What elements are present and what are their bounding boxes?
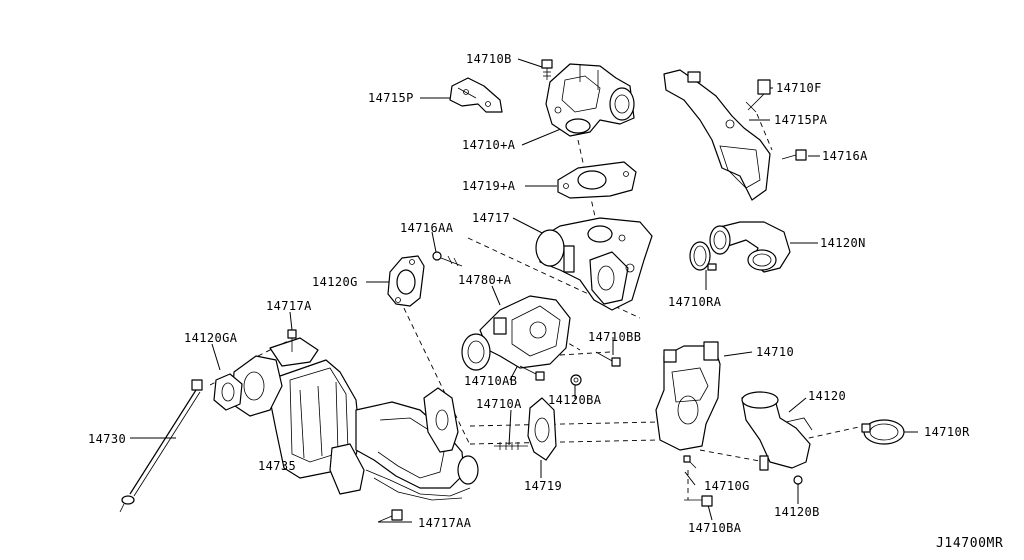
label-14710a-top: 14710+A [462, 138, 516, 152]
nut-14120b [793, 475, 803, 485]
gasket-14120g [387, 255, 425, 307]
bolt-14716aa [432, 251, 463, 267]
bolt-14710g [683, 455, 697, 469]
bracket-14715pa [663, 69, 771, 201]
bolt-14710ba [684, 495, 713, 507]
temp-sensor-14730 [119, 379, 203, 513]
label-14710f: 14710F [776, 81, 822, 95]
label-14719: 14719 [524, 479, 562, 493]
label-14715p: 14715P [368, 91, 414, 105]
clamp-14710ra [689, 241, 717, 271]
label-14716aa: 14716AA [400, 221, 454, 235]
label-14710g: 14710G [704, 479, 750, 493]
bracket-14715p [449, 77, 503, 113]
hose-14120n [709, 221, 791, 273]
bolt-14717aa [377, 509, 403, 523]
label-14120ga: 14120GA [184, 331, 238, 345]
part-labels: 14710B 14715P 14710+A 14719+A 14717 1471… [88, 52, 970, 535]
label-14120n: 14120N [820, 236, 866, 250]
label-14719a: 14719+A [462, 179, 516, 193]
bolt-14710ab [519, 365, 545, 381]
egr-valve-14710 [655, 341, 721, 451]
label-14710ab: 14710AB [464, 374, 517, 388]
stud-14710a [494, 442, 528, 450]
label-14710bb: 14710BB [588, 330, 641, 344]
sensor-14710f [745, 79, 771, 113]
egr-housing-14717 [535, 217, 653, 311]
egr-valve-top [545, 63, 635, 137]
label-14120g: 14120G [312, 275, 358, 289]
assembly-lines [209, 113, 869, 500]
label-14120ba: 14120BA [548, 393, 602, 407]
label-14716a: 14716A [822, 149, 868, 163]
label-14710a: 14710A [476, 397, 522, 411]
label-14710b: 14710B [466, 52, 512, 66]
label-14710r: 14710R [924, 425, 970, 439]
bolt-14710b [541, 59, 553, 80]
gasket-14719 [527, 397, 557, 461]
label-14120: 14120 [808, 389, 846, 403]
bolt-14717a [287, 329, 297, 352]
egr-actuator-14780a [461, 295, 571, 371]
bolt-14716a [781, 149, 807, 161]
gasket-14719a [557, 161, 637, 199]
label-14710ba: 14710BA [688, 521, 742, 535]
label-14717: 14717 [472, 211, 510, 225]
label-14717a: 14717A [266, 299, 312, 313]
label-14710: 14710 [756, 345, 794, 359]
label-14120b: 14120B [774, 505, 820, 519]
nut-14120ba [570, 374, 582, 386]
bolt-14710bb [595, 351, 621, 367]
label-14735: 14735 [258, 459, 296, 473]
egr-pipe [329, 387, 479, 501]
label-14717aa: 14717AA [418, 516, 472, 530]
pipe-14120 [741, 391, 813, 471]
label-14710ra: 14710RA [668, 295, 722, 309]
diagram-code: J14700MR [936, 536, 1003, 551]
clamp-14710r [861, 419, 905, 445]
label-14780a: 14780+A [458, 273, 512, 287]
label-14730: 14730 [88, 432, 126, 446]
label-14715pa: 14715PA [774, 113, 828, 127]
